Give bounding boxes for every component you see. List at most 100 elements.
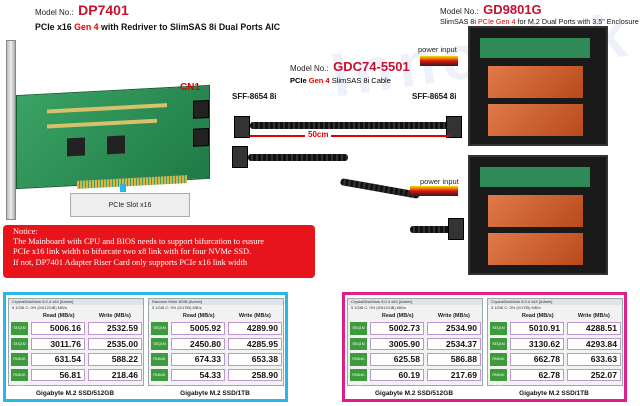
benchmark-row: SEQ1M Q1T1 3005.90 2534.37: [348, 337, 482, 358]
cable-upper: [250, 122, 450, 129]
test-button[interactable]: SEQ1M Q1T1: [490, 337, 507, 358]
enclosure-pcb: [480, 38, 590, 58]
dp7401-model: DP7401: [78, 2, 129, 18]
benchmark-window: Random Write 8GiB [Admin]5 1GiB C: 0% (0…: [148, 298, 284, 389]
cable-connector: [232, 146, 248, 168]
write-header: Write (MB/s): [577, 313, 610, 319]
write-value: 2535.00: [88, 337, 142, 350]
benchmark-row: SEQ1M Q8T1 5010.91 4288.51: [488, 321, 622, 343]
read-value: 631.54: [31, 353, 85, 366]
benchmark-header: Read (MB/s)Write (MB/s): [9, 311, 143, 321]
dp7401-title: PCIe x16 Gen 4 with Redriver to SlimSAS …: [35, 22, 281, 32]
slimsas-port-1: [193, 99, 209, 119]
power-connector-1: [420, 56, 458, 66]
benchmark-caption: Gigabyte M.2 SSD/512GB: [374, 390, 454, 397]
window-titlebar: CrystalDiskMark 8.0.4 x64 [Admin]: [348, 299, 482, 305]
test-button[interactable]: SEQ1M Q1T1: [350, 337, 367, 358]
ssd-heatsink: [488, 233, 583, 265]
pcb-trace: [47, 103, 167, 114]
write-value: 4293.84: [567, 337, 621, 350]
redriver-chip: [67, 137, 85, 157]
notice-line-1: The Mainboard with CPU and BIOS needs to…: [13, 237, 264, 247]
write-value: 2534.37: [427, 337, 481, 350]
read-header: Read (MB/s): [381, 313, 414, 319]
length-line: [250, 135, 450, 137]
ssd-heatsink: [488, 66, 583, 98]
notice-heading: Notice:: [13, 227, 38, 236]
cable-connector: [234, 116, 250, 138]
read-value: 62.78: [510, 368, 564, 381]
write-value: 258.90: [228, 368, 282, 381]
benchmark-controls[interactable]: 5 1GiB C: 0% (0/1TiB) MB/s: [152, 305, 202, 310]
write-value: 218.46: [88, 368, 142, 381]
benchmark-row: RND4K Q32T16 625.58 586.88: [348, 352, 482, 374]
window-titlebar: CrystalDiskMark 8.0.4 x64 [Admin]: [488, 299, 622, 305]
write-header: Write (MB/s): [238, 313, 271, 319]
gdc74-header: Model No.: GDC74-5501: [290, 59, 410, 74]
test-button[interactable]: RND4K Q32T16: [350, 353, 367, 374]
write-header: Write (MB/s): [98, 313, 131, 319]
benchmark-panel-right: CrystalDiskMark 8.0.4 x64 [Admin]5 1GiB …: [342, 292, 627, 402]
read-value: 54.33: [171, 368, 225, 381]
gdc74-title: PCIe Gen 4 SlimSAS 8i Cable: [290, 76, 391, 85]
gd9801g-title: SlimSAS 8i PCIe Gen 4 for M.2 Dual Ports…: [440, 17, 639, 26]
benchmark-row: RND4K Q32T16 631.54 588.22: [9, 352, 143, 374]
test-button[interactable]: SEQ1M Q8T1: [350, 322, 367, 343]
test-button[interactable]: SEQ1M Q8T1: [11, 322, 28, 343]
benchmark-caption: Gigabyte M.2 SSD/1TB: [180, 390, 250, 397]
enclosure-bottom: [468, 155, 608, 275]
benchmark-header: Read (MB/s) Write (MB/s): [348, 311, 482, 321]
test-button[interactable]: RND4K Q32T16: [490, 353, 507, 374]
read-value: 3011.76: [31, 337, 85, 350]
benchmark-controls[interactable]: 5 1GiB C: 0% (0/512GiB) MB/s: [12, 305, 67, 310]
notice-line-2: PCIe x16 link width to bifurcate two x8 …: [13, 247, 252, 257]
benchmark-row: RND4K Q32T16 674.33 653.38: [149, 352, 283, 374]
read-value: 5010.91: [510, 322, 564, 335]
test-button[interactable]: SEQ1M Q8T1: [151, 322, 168, 343]
gd9801g-model: GD9801G: [483, 2, 542, 17]
benchmark-controls[interactable]: 5 1GiB C: 0% (0/1TiB) MB/s: [491, 305, 541, 310]
window-titlebar: CrystalDiskMark 8.0.4 x64 [Admin]: [9, 299, 143, 305]
read-value: 625.58: [370, 353, 424, 366]
test-button[interactable]: SEQ1M Q8T1: [490, 322, 507, 343]
benchmark-window: CrystalDiskMark 8.0.4 x64 [Admin]5 1GiB …: [347, 298, 483, 389]
read-header: Read (MB/s): [521, 313, 554, 319]
benchmark-caption: Gigabyte M.2 SSD/512GB: [35, 390, 115, 397]
test-button[interactable]: RND4K Q32T16: [151, 353, 168, 374]
cn1-label: CN1: [180, 82, 201, 93]
enclosure-top: [468, 26, 608, 146]
test-button[interactable]: SEQ1M Q1T1: [11, 337, 28, 358]
write-header: Write (MB/s): [437, 313, 470, 319]
cable-lower-b: [339, 178, 421, 199]
test-button[interactable]: RND4K Q1T1: [151, 368, 168, 389]
cable-connector: [448, 218, 464, 240]
write-value: 633.63: [567, 353, 621, 366]
read-value: 5002.73: [370, 322, 424, 335]
write-value: 2532.59: [88, 322, 142, 335]
write-value: 586.88: [427, 353, 481, 366]
notice-box: Notice: The Mainboard with CPU and BIOS …: [3, 225, 315, 278]
read-value: 5005.92: [171, 322, 225, 335]
test-button[interactable]: RND4K Q1T1: [11, 368, 28, 389]
enclosure-pcb: [480, 167, 590, 187]
benchmark-row: RND4K Q32T16 662.78 633.63: [488, 352, 622, 374]
benchmark-row: SEQ1M Q8T1 5005.92 4289.90: [149, 321, 283, 343]
power-input-label-2: power input: [420, 177, 459, 186]
write-value: 653.38: [228, 353, 282, 366]
read-value: 662.78: [510, 353, 564, 366]
benchmark-header: Read (MB/s) Write (MB/s): [488, 311, 622, 321]
test-button[interactable]: RND4K Q32T16: [11, 353, 28, 374]
benchmark-header: Read (MB/s)Write (MB/s): [149, 311, 283, 321]
dp7401-model-prefix: Model No.:: [35, 8, 74, 17]
benchmark-row: SEQ1M Q8T1 5002.73 2534.90: [348, 321, 482, 343]
test-button[interactable]: SEQ1M Q1T1: [151, 337, 168, 358]
write-value: 2534.90: [427, 322, 481, 335]
benchmark-panel-left: CrystalDiskMark 8.0.4 x64 [Admin]5 1GiB …: [3, 292, 288, 402]
test-button[interactable]: RND4K Q1T1: [350, 368, 367, 389]
cable-lower-c: [410, 226, 460, 233]
dp7401-board: [16, 84, 210, 190]
ssd-heatsink: [488, 195, 583, 227]
test-button[interactable]: RND4K Q1T1: [490, 368, 507, 389]
benchmark-controls[interactable]: 5 1GiB C: 0% (0/512GiB) MB/s: [351, 305, 406, 310]
benchmark-row: SEQ1M Q1T1 3130.62 4293.84: [488, 337, 622, 358]
